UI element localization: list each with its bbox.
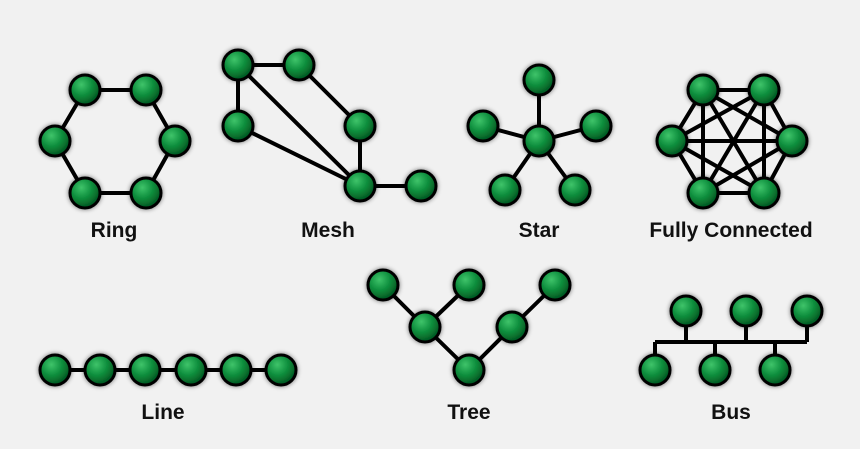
fully-connected-node: [775, 124, 809, 158]
fully-connected-edges: [670, 88, 794, 195]
fully-connected-edge: [670, 139, 766, 195]
mesh-node: [343, 109, 377, 143]
bus-nodes: [638, 294, 824, 387]
mesh-edge: [236, 124, 362, 188]
bus-node: [790, 294, 824, 328]
mesh-label: Mesh: [301, 219, 355, 242]
fully-connected-nodes: [655, 73, 809, 210]
star-topology: Star: [466, 63, 613, 242]
bus-label: Bus: [711, 401, 751, 424]
tree-label: Tree: [447, 401, 490, 424]
ring-nodes: [38, 73, 192, 210]
mesh-nodes: [221, 48, 438, 203]
fully-connected-node: [655, 124, 689, 158]
fully-connected-topology: Fully Connected: [649, 73, 813, 242]
mesh-topology: Mesh: [221, 48, 438, 242]
line-label: Line: [141, 401, 184, 424]
mesh-node: [343, 169, 377, 203]
bus-node: [698, 353, 732, 387]
star-node: [466, 109, 500, 143]
ring-node: [38, 124, 72, 158]
line-node: [174, 353, 208, 387]
fully-connected-node: [686, 176, 720, 210]
star-hub-node: [522, 124, 556, 158]
fully-connected-node: [686, 73, 720, 107]
ring-label: Ring: [91, 219, 138, 242]
star-nodes: [466, 63, 613, 207]
ring-node: [68, 73, 102, 107]
bus-node: [729, 294, 763, 328]
line-node: [83, 353, 117, 387]
ring-node: [129, 73, 163, 107]
mesh-node: [221, 109, 255, 143]
ring-node: [158, 124, 192, 158]
line-node: [128, 353, 162, 387]
mesh-edges: [236, 63, 423, 188]
tree-nodes: [366, 268, 572, 387]
star-node: [579, 109, 613, 143]
ring-node: [129, 176, 163, 210]
ring-edges: [53, 88, 177, 195]
ring-topology: Ring: [38, 73, 192, 242]
tree-node: [452, 268, 486, 302]
star-label: Star: [519, 219, 560, 242]
ring-node: [68, 176, 102, 210]
tree-node: [408, 310, 442, 344]
mesh-node: [221, 48, 255, 82]
line-node: [264, 353, 298, 387]
fully-connected-node: [747, 73, 781, 107]
star-node: [558, 173, 592, 207]
tree-node: [366, 268, 400, 302]
tree-root-node: [452, 353, 486, 387]
mesh-edge: [236, 63, 362, 188]
star-node: [488, 173, 522, 207]
mesh-node: [282, 48, 316, 82]
line-topology: Line: [38, 353, 298, 424]
mesh-node: [404, 169, 438, 203]
fully-connected-edge: [670, 88, 766, 143]
bus-node: [638, 353, 672, 387]
tree-node: [538, 268, 572, 302]
line-nodes: [38, 353, 298, 387]
fully-connected-edge: [701, 139, 794, 195]
fully-connected-node: [747, 176, 781, 210]
fully-connected-label: Fully Connected: [649, 219, 812, 242]
line-node: [38, 353, 72, 387]
tree-node: [495, 310, 529, 344]
bus-topology: Bus: [638, 294, 824, 424]
tree-topology: Tree: [366, 268, 572, 424]
bus-node: [669, 294, 703, 328]
line-node: [219, 353, 253, 387]
bus-node: [758, 353, 792, 387]
star-node: [522, 63, 556, 97]
